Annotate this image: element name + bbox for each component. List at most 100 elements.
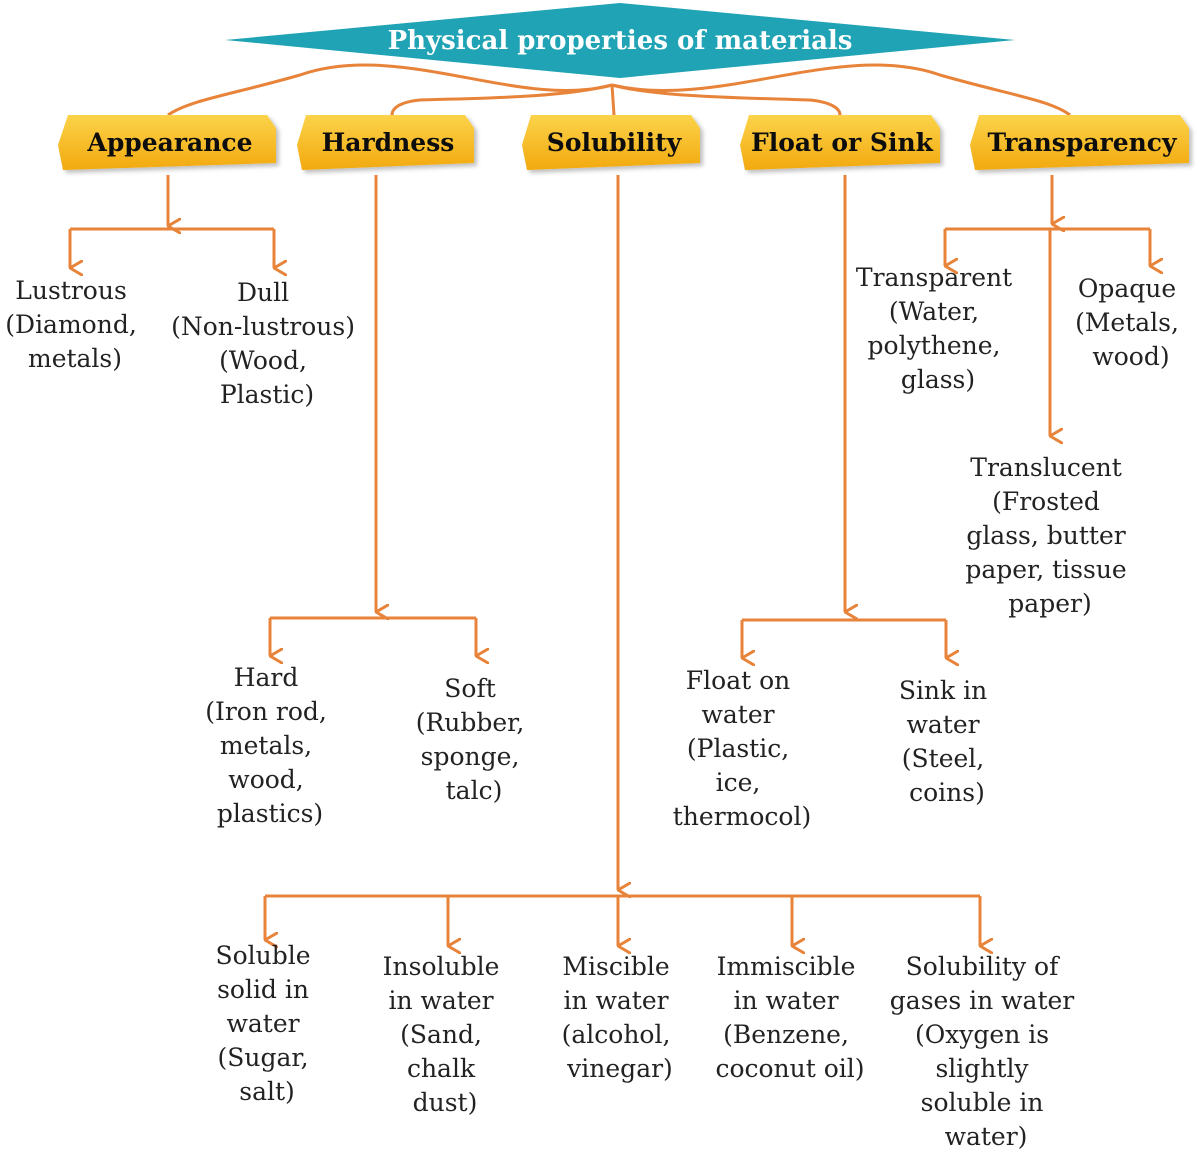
leaf-insoluble-line: in water xyxy=(388,986,493,1015)
leaf-gases-line: water) xyxy=(945,1122,1028,1151)
diagram-title: Physical properties of materials xyxy=(388,26,853,56)
category-float-box xyxy=(740,115,940,170)
leaf-sink-line: coins) xyxy=(909,778,985,807)
leaf-opaque-line: Opaque xyxy=(1078,274,1176,303)
leaf-dull: Dull (Non-lustrous) (Wood, Plastic) xyxy=(171,278,363,409)
leaf-hard: Hard (Iron rod, metals, wood, plastics) xyxy=(205,663,335,828)
category-transparency: Transparency xyxy=(970,115,1189,170)
leaf-gases-line: gases in water xyxy=(890,986,1074,1015)
leaf-miscible: Miscible in water (alcohol, vinegar) xyxy=(562,952,679,1083)
category-appearance-label: Appearance xyxy=(86,128,252,157)
leaf-immiscible-line: (Benzene, xyxy=(723,1020,849,1049)
category-hardness-label: Hardness xyxy=(322,128,455,157)
leaf-soluble-line: (Sugar, xyxy=(218,1043,309,1072)
category-transparency-box xyxy=(970,115,1189,170)
leaf-insoluble-line: chalk xyxy=(407,1054,476,1083)
leaf-insoluble: Insoluble in water (Sand, chalk dust) xyxy=(383,952,508,1117)
leaf-sink-line: water xyxy=(906,710,979,739)
leaf-miscible-line: in water xyxy=(563,986,668,1015)
leaf-transparent-line: Transparent xyxy=(856,263,1012,292)
leaf-insoluble-line: dust) xyxy=(413,1088,478,1117)
leaf-gases: Solubility of gases in water (Oxygen is … xyxy=(890,952,1082,1151)
leaf-hard-line: wood, xyxy=(228,765,303,794)
leaf-float-line: water xyxy=(701,700,774,729)
leaf-lustrous-line: metals) xyxy=(28,344,122,373)
leaf-sink-line: Sink in xyxy=(899,676,987,705)
leaf-miscible-line: (alcohol, xyxy=(562,1020,671,1049)
leaf-insoluble-line: Insoluble xyxy=(383,952,500,981)
float-branch xyxy=(740,175,946,658)
leaf-opaque-line: (Metals, xyxy=(1075,308,1179,337)
leaf-miscible-line: Miscible xyxy=(562,952,669,981)
title-diamond xyxy=(225,3,1015,78)
leaf-gases-line: Solubility of xyxy=(906,952,1060,981)
category-float: Float or Sink xyxy=(740,115,940,170)
leaf-float-line: Float on xyxy=(686,666,790,695)
category-solubility-box xyxy=(522,115,700,170)
category-transparency-label: Transparency xyxy=(987,128,1178,157)
connector-hardness xyxy=(390,83,613,116)
leaf-soft-line: Soft xyxy=(444,674,495,703)
leaf-translucent-line: Translucent xyxy=(970,453,1122,482)
leaf-soluble-line: solid in xyxy=(217,975,309,1004)
leaf-soluble-line: Soluble xyxy=(215,941,310,970)
category-float-label: Float or Sink xyxy=(751,128,934,157)
leaf-soluble-line: water xyxy=(226,1009,299,1038)
leaf-lustrous-line: (Diamond, xyxy=(5,310,137,339)
leaf-immiscible-line: Immiscible xyxy=(717,952,856,981)
category-solubility-label: Solubility xyxy=(547,128,683,157)
leaf-translucent-line: paper, tissue xyxy=(965,555,1126,584)
leaf-float-line: thermocol) xyxy=(673,802,811,831)
category-hardness-box xyxy=(297,115,474,170)
leaf-lustrous-line: Lustrous xyxy=(15,276,127,305)
connector-transparency xyxy=(611,63,1071,117)
leaf-hard-line: metals, xyxy=(220,731,312,760)
title-connectors xyxy=(167,63,1071,117)
leaf-sink-line: (Steel, xyxy=(902,744,984,773)
leaf-float-line: ice, xyxy=(716,768,761,797)
leaf-sink-in-water: Sink in water (Steel, coins) xyxy=(899,676,995,807)
leaf-float-on-water: Float on water (Plastic, ice, thermocol) xyxy=(673,666,811,831)
category-appearance: Appearance xyxy=(58,115,276,170)
leaf-opaque: Opaque (Metals, wood) xyxy=(1075,274,1187,371)
leaf-hard-line: plastics) xyxy=(217,799,323,828)
leaf-translucent: Translucent (Frosted glass, butter paper… xyxy=(965,453,1134,618)
leaf-transparent-line: (Water, xyxy=(889,297,979,326)
leaf-immiscible-line: in water xyxy=(733,986,838,1015)
leaf-soft-line: talc) xyxy=(446,776,503,805)
leaf-float-line: (Plastic, xyxy=(687,734,789,763)
leaf-translucent-line: (Frosted xyxy=(992,487,1100,516)
leaf-immiscible: Immiscible in water (Benzene, coconut oi… xyxy=(715,952,864,1083)
leaf-insoluble-line: (Sand, xyxy=(400,1020,482,1049)
leaf-dull-line: Dull xyxy=(237,278,289,307)
leaf-gases-line: soluble in xyxy=(921,1088,1044,1117)
hardness-branch xyxy=(268,175,476,656)
appearance-branch xyxy=(68,175,274,268)
connector-float xyxy=(611,83,842,116)
title-banner: Physical properties of materials xyxy=(225,3,1015,78)
leaf-lustrous: Lustrous (Diamond, metals) xyxy=(5,276,144,373)
leaf-hard-line: (Iron rod, xyxy=(205,697,327,726)
connector-appearance xyxy=(167,63,613,117)
leaf-soluble-solid: Soluble solid in water (Sugar, salt) xyxy=(215,941,318,1106)
leaf-dull-line: (Wood, xyxy=(219,346,307,375)
leaf-hard-line: Hard xyxy=(234,663,299,692)
leaf-translucent-line: paper) xyxy=(1008,589,1091,618)
leaf-soluble-line: salt) xyxy=(239,1077,295,1106)
leaf-opaque-line: wood) xyxy=(1092,342,1169,371)
category-hardness: Hardness xyxy=(297,115,474,170)
leaf-soft-line: (Rubber, xyxy=(416,708,525,737)
leaf-transparent-line: polythene, xyxy=(868,331,1001,360)
category-solubility: Solubility xyxy=(522,115,700,170)
leaf-gases-line: (Oxygen is xyxy=(915,1020,1049,1049)
solubility-branch xyxy=(263,175,980,946)
leaf-dull-line: (Non-lustrous) xyxy=(171,312,355,341)
leaf-transparent: Transparent (Water, polythene, glass) xyxy=(856,263,1020,394)
leaf-gases-line: slightly xyxy=(935,1054,1029,1083)
leaf-translucent-line: glass, butter xyxy=(966,521,1125,550)
leaf-dull-line: Plastic) xyxy=(220,380,314,409)
leaf-transparent-line: glass) xyxy=(901,365,975,394)
category-appearance-box xyxy=(58,115,276,170)
leaf-immiscible-line: coconut oil) xyxy=(715,1054,864,1083)
